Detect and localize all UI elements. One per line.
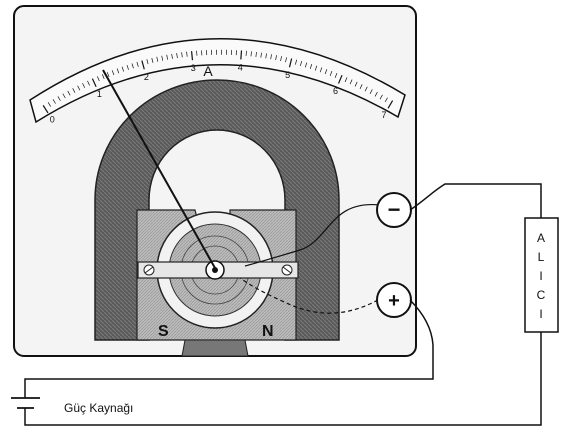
scale-minor-tick [181, 52, 183, 58]
scale-major-tick [190, 51, 194, 61]
scale-minor-tick [270, 54, 272, 60]
scale-minor-tick [136, 61, 139, 67]
load-label-letter: L [538, 250, 545, 264]
scale-minor-tick [131, 63, 134, 69]
scale-minor-tick [111, 70, 115, 76]
scale-minor-tick [319, 67, 323, 73]
scale-major-tick [387, 100, 394, 109]
screw-slot [144, 266, 154, 274]
scale-tick-label: 1 [97, 89, 102, 99]
load-label-letter: I [539, 307, 542, 321]
scale-minor-tick [186, 51, 188, 57]
scale-minor-tick [374, 91, 378, 97]
wire-positive-out [24, 299, 434, 398]
scale-minor-tick [324, 69, 328, 75]
scale-minor-tick [77, 85, 81, 91]
meter-needle [102, 69, 216, 269]
scale-minor-tick [101, 74, 105, 80]
scale-minor-tick [121, 66, 125, 72]
scale-tick-label: 7 [381, 110, 386, 120]
scale-minor-tick [304, 62, 308, 68]
pivot-center [212, 267, 218, 273]
scale-minor-tick [369, 89, 373, 94]
scale-minor-tick [176, 53, 178, 59]
scale-minor-tick [161, 55, 164, 61]
scale-minor-ticks [42, 49, 394, 114]
scale-tick-label: 5 [285, 70, 290, 80]
scale-major-tick [288, 58, 293, 68]
scale-minor-tick [47, 102, 51, 107]
scale-minor-tick [300, 61, 303, 67]
scale-minor-tick [285, 57, 287, 63]
scale-minor-tick [384, 97, 388, 103]
scale-minor-tick [171, 53, 173, 59]
scale-minor-tick [72, 88, 76, 93]
scale-minor-tick [359, 84, 363, 89]
scale-minor-tick [295, 59, 297, 65]
scale-minor-tick [314, 65, 318, 71]
scale-minor-tick [106, 72, 110, 78]
scale-minor-tick [67, 90, 71, 96]
lead-wire-negative [244, 204, 381, 267]
load-label-letter: I [539, 269, 542, 283]
scale-major-tick [141, 60, 145, 70]
scale-major-tick [240, 50, 243, 60]
wire-load-return [24, 332, 542, 426]
scale-minor-tick [116, 68, 120, 74]
scale-major-tick [337, 74, 343, 84]
scale-minor-tick [52, 99, 56, 104]
scale-tick-label: 2 [144, 72, 149, 82]
scale-minor-tick [156, 56, 159, 62]
scale-minor-tick [309, 64, 313, 70]
scale-minor-tick [280, 56, 282, 62]
wire-negative-out [409, 183, 542, 218]
meter-letter: A [203, 63, 213, 79]
load-label-letter: A [537, 231, 545, 245]
scale-minor-tick [151, 57, 154, 63]
scale-minor-tick [146, 59, 149, 65]
scale-tick-label: 3 [191, 63, 196, 73]
scale-minor-tick [379, 94, 383, 100]
scale-minor-tick [334, 72, 338, 78]
scale-minor-tick [97, 76, 100, 82]
scale-tick-labels: 0 1 2 3 4 5 6 7 [50, 62, 387, 124]
scale-minor-tick [250, 51, 252, 57]
scale-minor-tick [344, 77, 348, 83]
load-label-letter: C [537, 288, 546, 302]
horseshoe-magnet [94, 79, 340, 341]
terminal-positive-sign: + [388, 290, 400, 312]
scale-minor-tick [166, 54, 168, 60]
scale-major-tick [91, 78, 97, 88]
scale-minor-tick [260, 52, 262, 58]
screw-slot [282, 266, 292, 274]
scale-minor-tick [265, 53, 267, 59]
scale-major-tick [42, 105, 49, 114]
power-source-label: Güç Kaynağı [64, 401, 133, 415]
scale-minor-tick [126, 64, 129, 70]
scale-minor-tick [57, 96, 61, 101]
scale-minor-tick [329, 71, 333, 76]
scale-tick-label: 0 [50, 115, 55, 125]
scale-tick-label: 4 [238, 62, 243, 72]
lead-wire-positive [239, 277, 379, 314]
scale-minor-tick [255, 51, 257, 57]
scale-minor-tick [364, 86, 368, 92]
scale-minor-tick [349, 79, 353, 85]
meter-base [181, 339, 249, 357]
meter-scale [29, 38, 406, 124]
terminal-negative-sign: − [388, 197, 401, 222]
load-box [524, 217, 559, 333]
pole-north-label: N [262, 323, 274, 340]
scale-tick-label: 6 [333, 86, 338, 96]
scale-minor-tick [275, 55, 277, 61]
scale-minor-tick [62, 93, 66, 99]
scale-minor-tick [82, 83, 86, 88]
pole-south-label: S [158, 323, 169, 340]
scale-minor-tick [354, 81, 358, 87]
scale-minor-tick [87, 80, 90, 86]
